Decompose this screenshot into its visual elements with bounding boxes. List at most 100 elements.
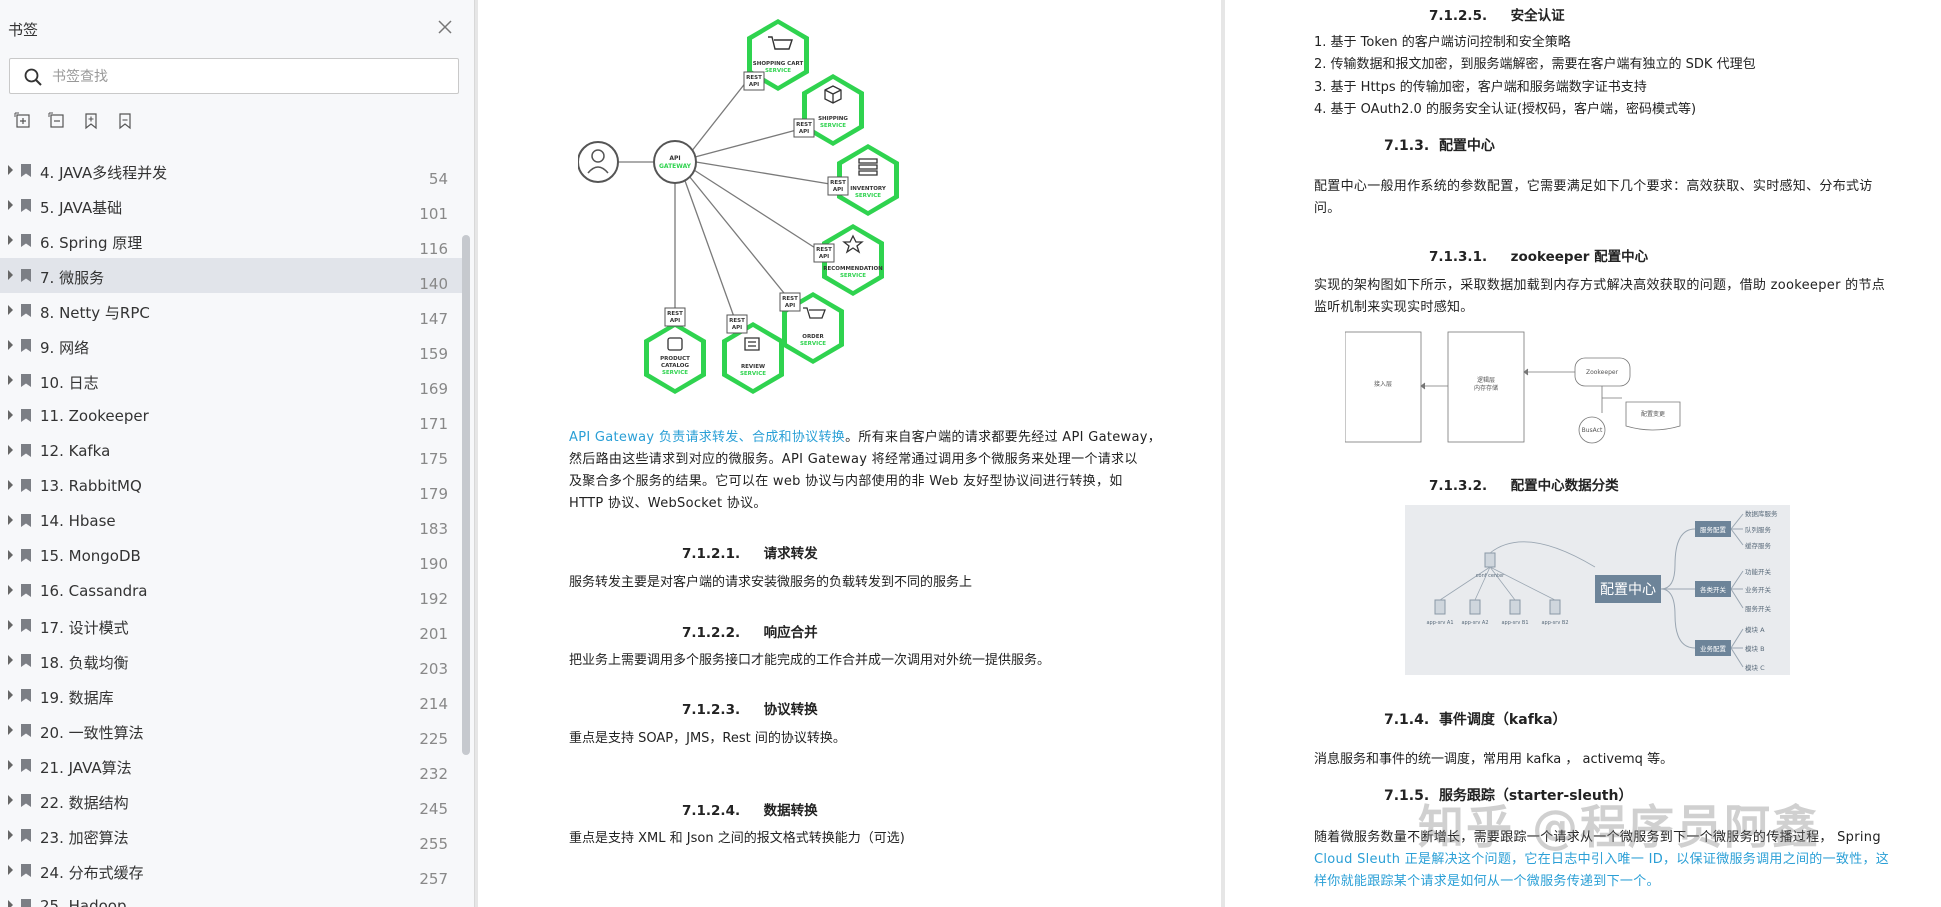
bookmark-page: 245 bbox=[419, 800, 448, 818]
highlight-text: 样你就能跟踪某个请求是如何从一个微服务传递到下一个。 bbox=[1314, 874, 1660, 889]
bookmark-label: 19. 数据库 bbox=[40, 689, 114, 707]
expand-arrow-icon[interactable] bbox=[8, 760, 13, 770]
app-label: app-srv B2 bbox=[1541, 620, 1568, 626]
expand-arrow-icon[interactable] bbox=[8, 410, 13, 420]
intro-highlight[interactable]: API Gateway 负责请求转发、合成和协议转换 bbox=[569, 430, 846, 445]
svg-text:API: API bbox=[749, 82, 759, 88]
expand-arrow-icon[interactable] bbox=[8, 375, 13, 385]
expand-arrow-icon[interactable] bbox=[8, 340, 13, 350]
bookmark-icon bbox=[20, 408, 32, 423]
remove-bookmark-icon[interactable] bbox=[116, 112, 134, 130]
expand-arrow-icon[interactable] bbox=[8, 165, 13, 175]
expand-arrow-icon[interactable] bbox=[8, 865, 13, 875]
order-service: ORDER SERVICE bbox=[782, 292, 844, 364]
section-heading: 7.1.4. 事件调度（kafka） bbox=[1384, 712, 1567, 728]
expand-arrow-icon[interactable] bbox=[8, 900, 13, 907]
bookmark-search[interactable] bbox=[9, 58, 459, 94]
bookmark-item[interactable]: 22. 数据结构 245 bbox=[0, 783, 462, 818]
list-item: 3. 基于 Https 的传输加密，客户端和服务端数字证书支持 bbox=[1314, 80, 1647, 95]
bookmark-icon bbox=[20, 163, 32, 178]
bookmark-page: 140 bbox=[419, 275, 448, 293]
bookmark-label: 22. 数据结构 bbox=[40, 794, 129, 812]
intro-paragraph: API Gateway 负责请求转发、合成和协议转换。所有来自客户端的请求都要先… bbox=[569, 427, 1161, 515]
intro-text: 。所有来自客户端的请求都要先经过 API Gateway， bbox=[845, 430, 1162, 445]
bookmark-page: 257 bbox=[419, 870, 448, 888]
close-icon[interactable] bbox=[435, 17, 455, 37]
expand-arrow-icon[interactable] bbox=[8, 270, 13, 280]
document-page-right: 7.1.2.5. 安全认证 1. 基于 Token 的客户端访问控制和安全策略 … bbox=[1225, 0, 1941, 907]
busact-node bbox=[1578, 416, 1606, 444]
bookmark-item[interactable]: 8. Netty 与RPC 147 bbox=[0, 293, 462, 328]
add-bookmark-icon[interactable] bbox=[82, 112, 100, 130]
search-input[interactable] bbox=[52, 66, 442, 88]
document-page-left: API GATEWAY SHOPPING CART SERVICE SHIPPI… bbox=[478, 0, 1221, 907]
intro-text: 及聚合多个服务的结果。它可以在 web 协议与内部使用的非 Web 友好型协议间… bbox=[569, 474, 1123, 489]
app-label: app-srv A1 bbox=[1426, 620, 1453, 626]
svg-text:API: API bbox=[670, 318, 680, 324]
review-service: REVIEW SERVICE bbox=[722, 322, 784, 394]
bookmark-icon bbox=[20, 443, 32, 458]
expand-arrow-icon[interactable] bbox=[8, 690, 13, 700]
document-viewer[interactable]: API GATEWAY SHOPPING CART SERVICE SHIPPI… bbox=[476, 0, 1941, 907]
expand-arrow-icon[interactable] bbox=[8, 830, 13, 840]
config-center-diagram: conf center app-srv A1 app-srv A2 app-sr… bbox=[1405, 505, 1790, 675]
svg-text:API: API bbox=[833, 187, 843, 193]
bookmark-item[interactable]: 25. Hadoop bbox=[0, 888, 462, 907]
expand-arrow-icon[interactable] bbox=[8, 795, 13, 805]
expand-arrow-icon[interactable] bbox=[8, 200, 13, 210]
expand-all-icon[interactable] bbox=[14, 112, 32, 130]
expand-arrow-icon[interactable] bbox=[8, 480, 13, 490]
shopping-cart-service: SHOPPING CART SERVICE bbox=[747, 19, 809, 91]
leaf-label: 缓存服务 bbox=[1745, 541, 1772, 550]
expand-arrow-icon[interactable] bbox=[8, 235, 13, 245]
expand-arrow-icon[interactable] bbox=[8, 585, 13, 595]
leaf-label: 模块 C bbox=[1745, 663, 1765, 672]
expand-arrow-icon[interactable] bbox=[8, 515, 13, 525]
leaf-label: 数据库服务 bbox=[1745, 509, 1778, 518]
expand-arrow-icon[interactable] bbox=[8, 305, 13, 315]
bookmark-page: 147 bbox=[419, 310, 448, 328]
expand-arrow-icon[interactable] bbox=[8, 445, 13, 455]
sidebar-scrollbar[interactable] bbox=[462, 235, 470, 755]
service-label: SERVICE bbox=[855, 193, 881, 199]
expand-arrow-icon[interactable] bbox=[8, 655, 13, 665]
expand-arrow-icon[interactable] bbox=[8, 725, 13, 735]
group-box bbox=[1695, 521, 1731, 537]
leaf-label: 业务开关 bbox=[1745, 585, 1772, 594]
bookmark-label: 8. Netty 与RPC bbox=[40, 304, 150, 322]
bookmark-icon bbox=[20, 478, 32, 493]
bookmark-page: 159 bbox=[419, 345, 448, 363]
bookmark-page: 203 bbox=[419, 660, 448, 678]
section-text: 重点是支持 SOAP，JMS，Rest 间的协议转换。 bbox=[569, 731, 846, 746]
bookmark-page: 175 bbox=[419, 450, 448, 468]
service-label: SERVICE bbox=[840, 273, 866, 279]
expand-arrow-icon[interactable] bbox=[8, 550, 13, 560]
bookmark-icon bbox=[20, 898, 32, 907]
expand-arrow-icon[interactable] bbox=[8, 620, 13, 630]
section-paragraph: 配置中心一般用作系统的参数配置，它需要满足如下几个要求：高效获取、实时感知、分布… bbox=[1314, 179, 1873, 216]
service-label: CATALOG bbox=[661, 363, 689, 369]
collapse-all-icon[interactable] bbox=[48, 112, 66, 130]
